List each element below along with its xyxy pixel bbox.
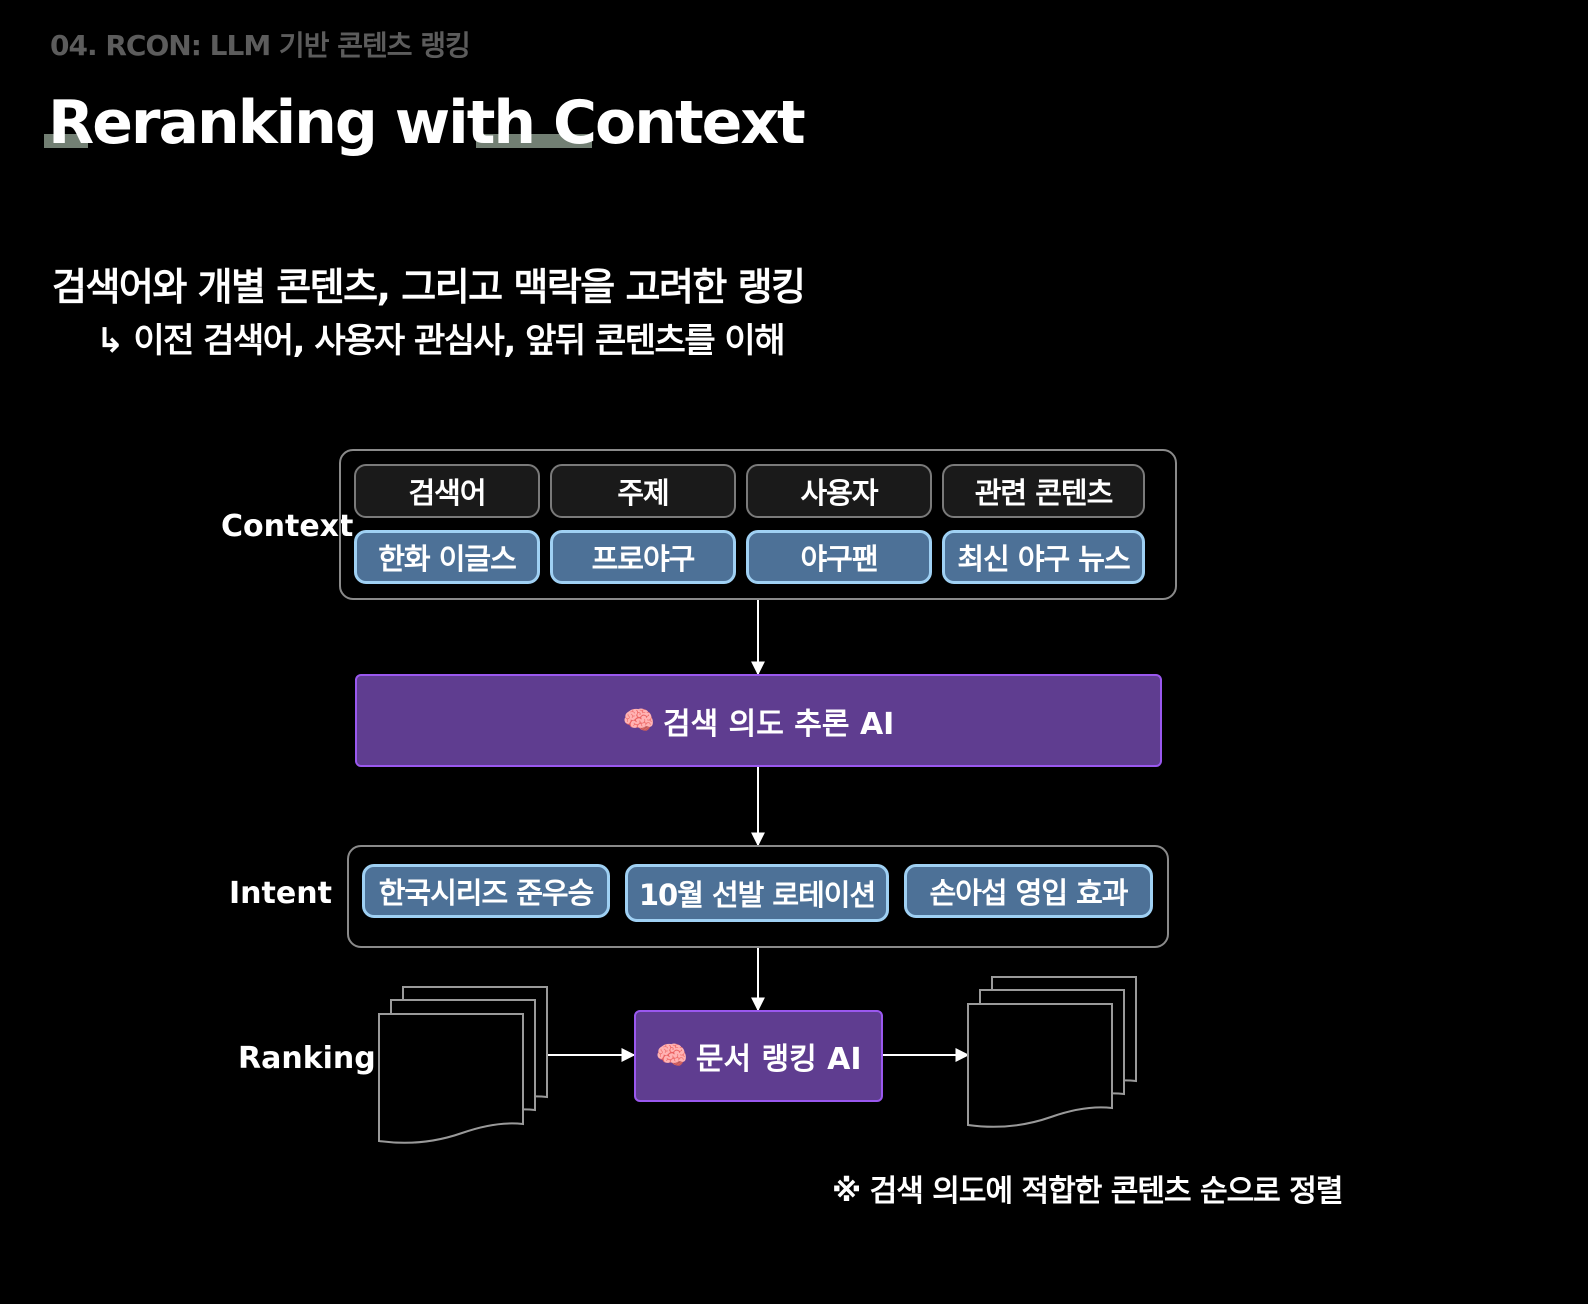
brain-icon: 🧠: [655, 1041, 688, 1071]
intent-frame: [347, 845, 1169, 948]
intent-item: 손아섭 영입 효과: [904, 864, 1153, 918]
context-label: Context: [221, 509, 354, 544]
brain-icon: 🧠: [622, 705, 656, 736]
context-category-user: 사용자: [746, 464, 932, 518]
slide-heading: 검색어와 개별 콘텐츠, 그리고 맥락을 고려한 랭킹: [52, 265, 806, 309]
page-title-text: Reranking with Context: [48, 88, 806, 158]
context-value-related-content: 최신 야구 뉴스: [942, 530, 1145, 584]
context-category-related-content: 관련 콘텐츠: [942, 464, 1145, 518]
document-ranking-ai-box: 🧠 문서 랭킹 AI: [634, 1010, 883, 1102]
context-value-user: 야구팬: [746, 530, 932, 584]
title-highlight: [44, 134, 88, 148]
intent-item: 한국시리즈 준우승: [362, 864, 610, 918]
slide-subheading: ↳ 이전 검색어, 사용자 관심사, 앞뒤 콘텐츠를 이해: [96, 321, 786, 361]
context-category-topic: 주제: [550, 464, 736, 518]
breadcrumb: 04. RCON: LLM 기반 콘텐츠 랭킹: [50, 29, 471, 62]
context-value-query: 한화 이글스: [354, 530, 540, 584]
context-value-topic: 프로야구: [550, 530, 736, 584]
page-title: Reranking with Context: [44, 88, 806, 158]
intent-item: 10월 선발 로테이션: [625, 864, 889, 922]
intent-label: Intent: [229, 876, 332, 911]
title-block: Reranking with Context: [44, 88, 806, 158]
context-category-query: 검색어: [354, 464, 540, 518]
context-frame: [339, 449, 1177, 600]
ranked-documents-icon: [967, 976, 1137, 1128]
intent-inference-ai-label: 검색 의도 추론 AI: [663, 706, 895, 742]
document-ranking-ai-label: 문서 랭킹 AI: [695, 1042, 862, 1077]
sort-note: ※ 검색 의도에 적합한 콘텐츠 순으로 정렬: [832, 1174, 1343, 1209]
intent-inference-ai-box: 🧠 검색 의도 추론 AI: [355, 674, 1162, 767]
title-highlight: [476, 134, 592, 148]
input-documents-icon: [378, 986, 548, 1144]
ranking-label: Ranking: [238, 1041, 376, 1076]
